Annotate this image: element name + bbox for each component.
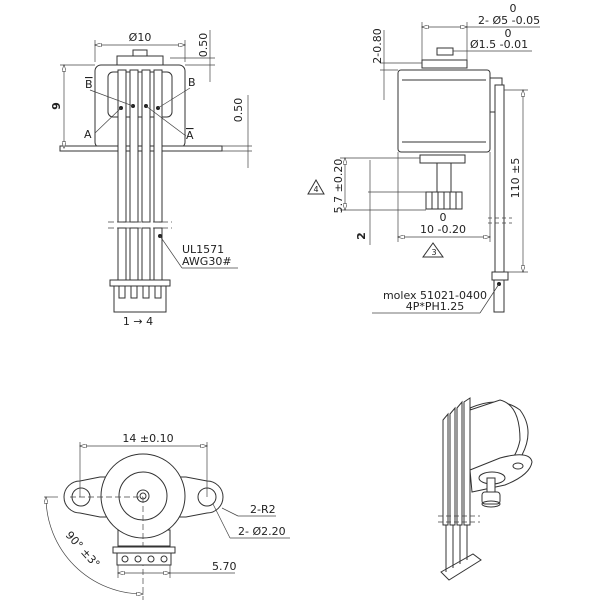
note-3-triangle xyxy=(422,242,444,258)
height-dimension: 9 xyxy=(50,102,63,110)
note-4-triangle xyxy=(307,178,325,195)
side-connector xyxy=(493,279,505,313)
cap-height-dimension: 2-0.80 xyxy=(371,28,384,63)
shaft-nub xyxy=(132,49,148,57)
bottom-view: 14 ±0.10 5.70 2-R2 2- Ø2.20 90° ±3° xyxy=(44,432,290,600)
wires xyxy=(108,69,172,281)
pin-label-b-bar: B xyxy=(85,78,93,91)
diameter-dimension: Ø10 xyxy=(129,31,152,44)
side-motor-body xyxy=(397,69,491,153)
connector-model: molex 51021-0400 xyxy=(383,289,487,302)
width-tolerance-upper: 0 xyxy=(440,211,447,224)
pin-order: 1 → 4 xyxy=(123,315,153,328)
gear-offset-dimension: 2 xyxy=(355,232,368,240)
top-cap xyxy=(116,55,164,66)
side-view: 0 2- Ø5 -0.05 0 Ø1.5 -0.01 2-0.80 110 ±5… xyxy=(307,2,540,314)
iso-connector xyxy=(440,553,482,581)
flange-dimension: 0.50 xyxy=(232,98,245,123)
pin-spec: Ø1.5 -0.01 xyxy=(470,38,528,51)
wire-spec-awg: AWG30# xyxy=(182,255,232,268)
pin-label-a: A xyxy=(84,128,92,141)
connector-offset-dimension: 5.70 xyxy=(212,560,237,573)
isometric-view xyxy=(438,397,533,581)
note-4-label: 4 xyxy=(313,185,318,194)
angle-dimension: 90° ±3° xyxy=(63,529,103,571)
shaft-tolerance-upper: 0 xyxy=(510,2,517,15)
wire-spec-ul: UL1571 xyxy=(182,243,224,256)
pin-label-b: B xyxy=(188,76,196,89)
shaft-spec: 2- Ø5 -0.05 xyxy=(478,14,540,27)
pin-label-a-bar: A xyxy=(186,129,194,142)
connector-spec: 4P*PH1.25 xyxy=(406,300,465,313)
wire-length-dimension: 110 ±5 xyxy=(509,158,522,199)
front-view: Ø10 9 0.50 0.50 B B A A UL1571 AWG30# 1 … xyxy=(50,30,252,328)
gear-height-dimension: 5.7 ±0.20 xyxy=(332,159,345,214)
pin-tolerance-upper: 0 xyxy=(505,27,512,40)
ear-radius-dimension: 2-R2 xyxy=(250,503,276,516)
connector xyxy=(109,279,171,313)
width-dimension: 10 -0.20 xyxy=(420,223,466,236)
hole-diameter-dimension: 2- Ø2.20 xyxy=(238,525,286,538)
note-3-label: 3 xyxy=(431,248,436,257)
side-wire xyxy=(494,84,505,273)
top-offset-dimension: 0.50 xyxy=(197,33,210,58)
hole-spacing-dimension: 14 ±0.10 xyxy=(122,432,173,445)
bottom-connector xyxy=(116,552,172,566)
